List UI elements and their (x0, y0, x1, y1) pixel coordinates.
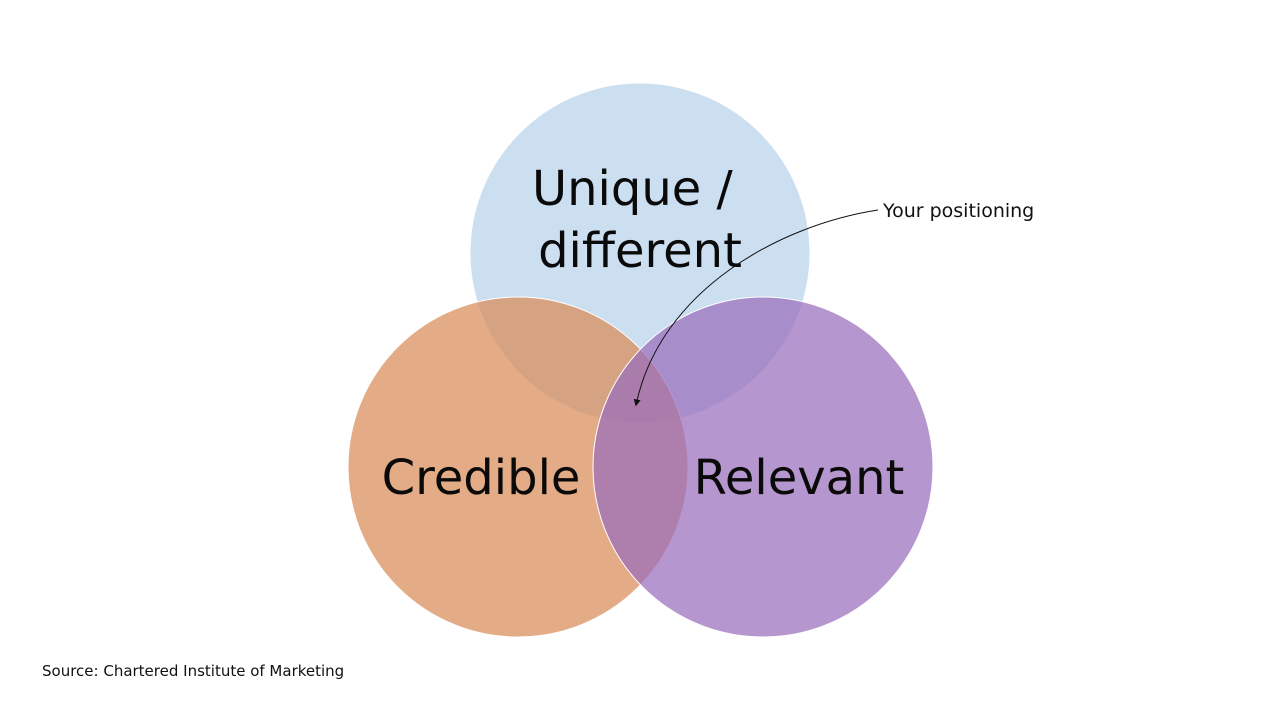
credible-label: Credible (382, 450, 581, 506)
unique-different-label-line-1: Unique / (532, 161, 734, 217)
your-positioning-label: Your positioning (882, 200, 1034, 222)
unique-different-label-line-2: different (538, 223, 742, 279)
relevant-circle (592, 296, 934, 638)
source-caption: Source: Chartered Institute of Marketing (42, 662, 345, 680)
relevant-label: Relevant (694, 450, 905, 506)
venn-circles (347, 82, 934, 638)
unique-different-label: Unique / different (532, 161, 748, 279)
positioning-arrow (633, 209, 879, 407)
